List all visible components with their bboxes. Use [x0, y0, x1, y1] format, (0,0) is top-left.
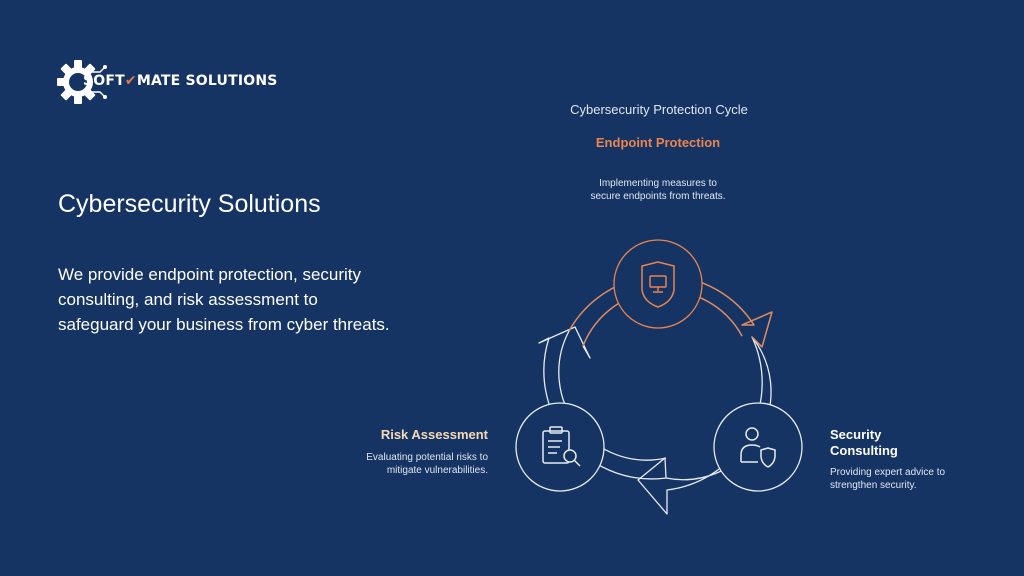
risk-assessment-description: Evaluating potential risks to mitigate v…	[366, 452, 488, 476]
logo-text-soft: SOFT	[83, 73, 125, 89]
endpoint-protection-title: Endpoint Protection	[595, 135, 721, 150]
logo-text: SOFT✔MATE SOLUTIONS	[83, 73, 278, 89]
monitor-shield-icon	[641, 261, 675, 308]
logo-mark-icon: ✔	[124, 73, 137, 89]
node-security-circle	[713, 402, 803, 492]
page-description: We provide endpoint protection, security…	[58, 265, 390, 334]
page-title: Cybersecurity Solutions	[58, 190, 321, 218]
node-endpoint-circle	[613, 239, 703, 329]
diagram-title: Cybersecurity Protection Cycle	[570, 102, 748, 117]
company-logo: SOFT✔MATE SOLUTIONS	[56, 56, 296, 108]
endpoint-protection-description: Implementing measures to secure endpoint…	[590, 178, 726, 202]
risk-assessment-title: Risk Assessment	[380, 427, 488, 442]
user-shield-icon	[740, 427, 776, 468]
security-consulting-title: Security Consulting	[830, 427, 898, 458]
logo-text-mate-solutions: MATE SOLUTIONS	[136, 73, 278, 89]
security-consulting-description: Providing expert advice to strengthen se…	[830, 467, 946, 491]
clipboard-search-icon	[542, 426, 581, 467]
gear-circuit-icon	[57, 60, 107, 104]
